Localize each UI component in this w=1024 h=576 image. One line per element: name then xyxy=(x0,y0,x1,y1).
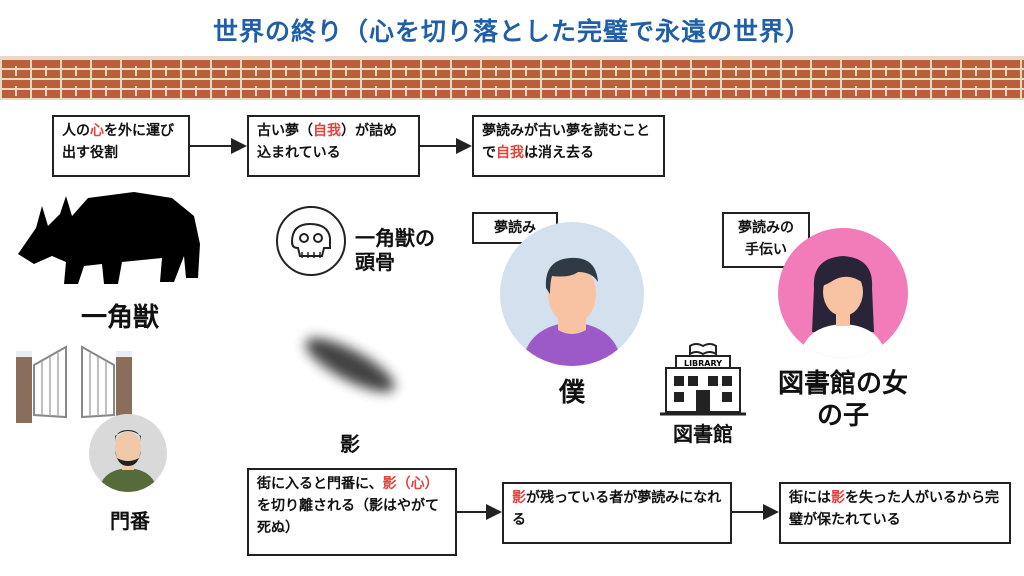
gatekeeper-avatar xyxy=(89,414,167,492)
gate-icon xyxy=(16,345,132,423)
skull-label: 一角獣の頭骨 xyxy=(355,226,435,274)
flow-box-perfection-kept: 街には影を失った人がいるから完璧が保たれている xyxy=(779,482,1011,544)
library-label: 図書館 xyxy=(673,422,733,446)
gatekeeper-label: 門番 xyxy=(110,509,150,533)
library-icon: LIBRARY xyxy=(660,343,746,416)
flow-box-unicorn-role: 人の心を外に運び出す役割 xyxy=(52,115,190,177)
flow-box-ego-vanishes: 夢読みが古い夢を読むことで自我は消え去る xyxy=(472,115,665,177)
library-girl-avatar xyxy=(778,228,908,358)
unicorn-silhouette-icon xyxy=(18,192,200,284)
brick-wall-offset-row xyxy=(0,66,1024,76)
unicorn-label: 一角獣 xyxy=(80,303,159,333)
flow-box-old-dreams: 古い夢（自我）が詰め込まれている xyxy=(247,115,420,177)
skull-icon xyxy=(276,206,346,276)
library-girl-label: 図書館の女の子 xyxy=(777,369,908,431)
boku-avatar xyxy=(500,222,644,366)
page-title: 世界の終り（心を切り落とした完璧で永遠の世界） xyxy=(212,17,811,46)
library-sign-text: LIBRARY xyxy=(684,359,722,368)
brick-wall-offset-row xyxy=(0,86,1024,96)
flow-box-gate-separation: 街に入ると門番に、影（心）を切り離される（影はやがて死ぬ） xyxy=(247,468,457,556)
flow-box-dreamreader-condition: 影が残っている者が夢読みになれる xyxy=(502,482,732,544)
shadow-image xyxy=(298,328,402,402)
boku-label: 僕 xyxy=(558,378,585,408)
shadow-label: 影 xyxy=(340,432,360,456)
